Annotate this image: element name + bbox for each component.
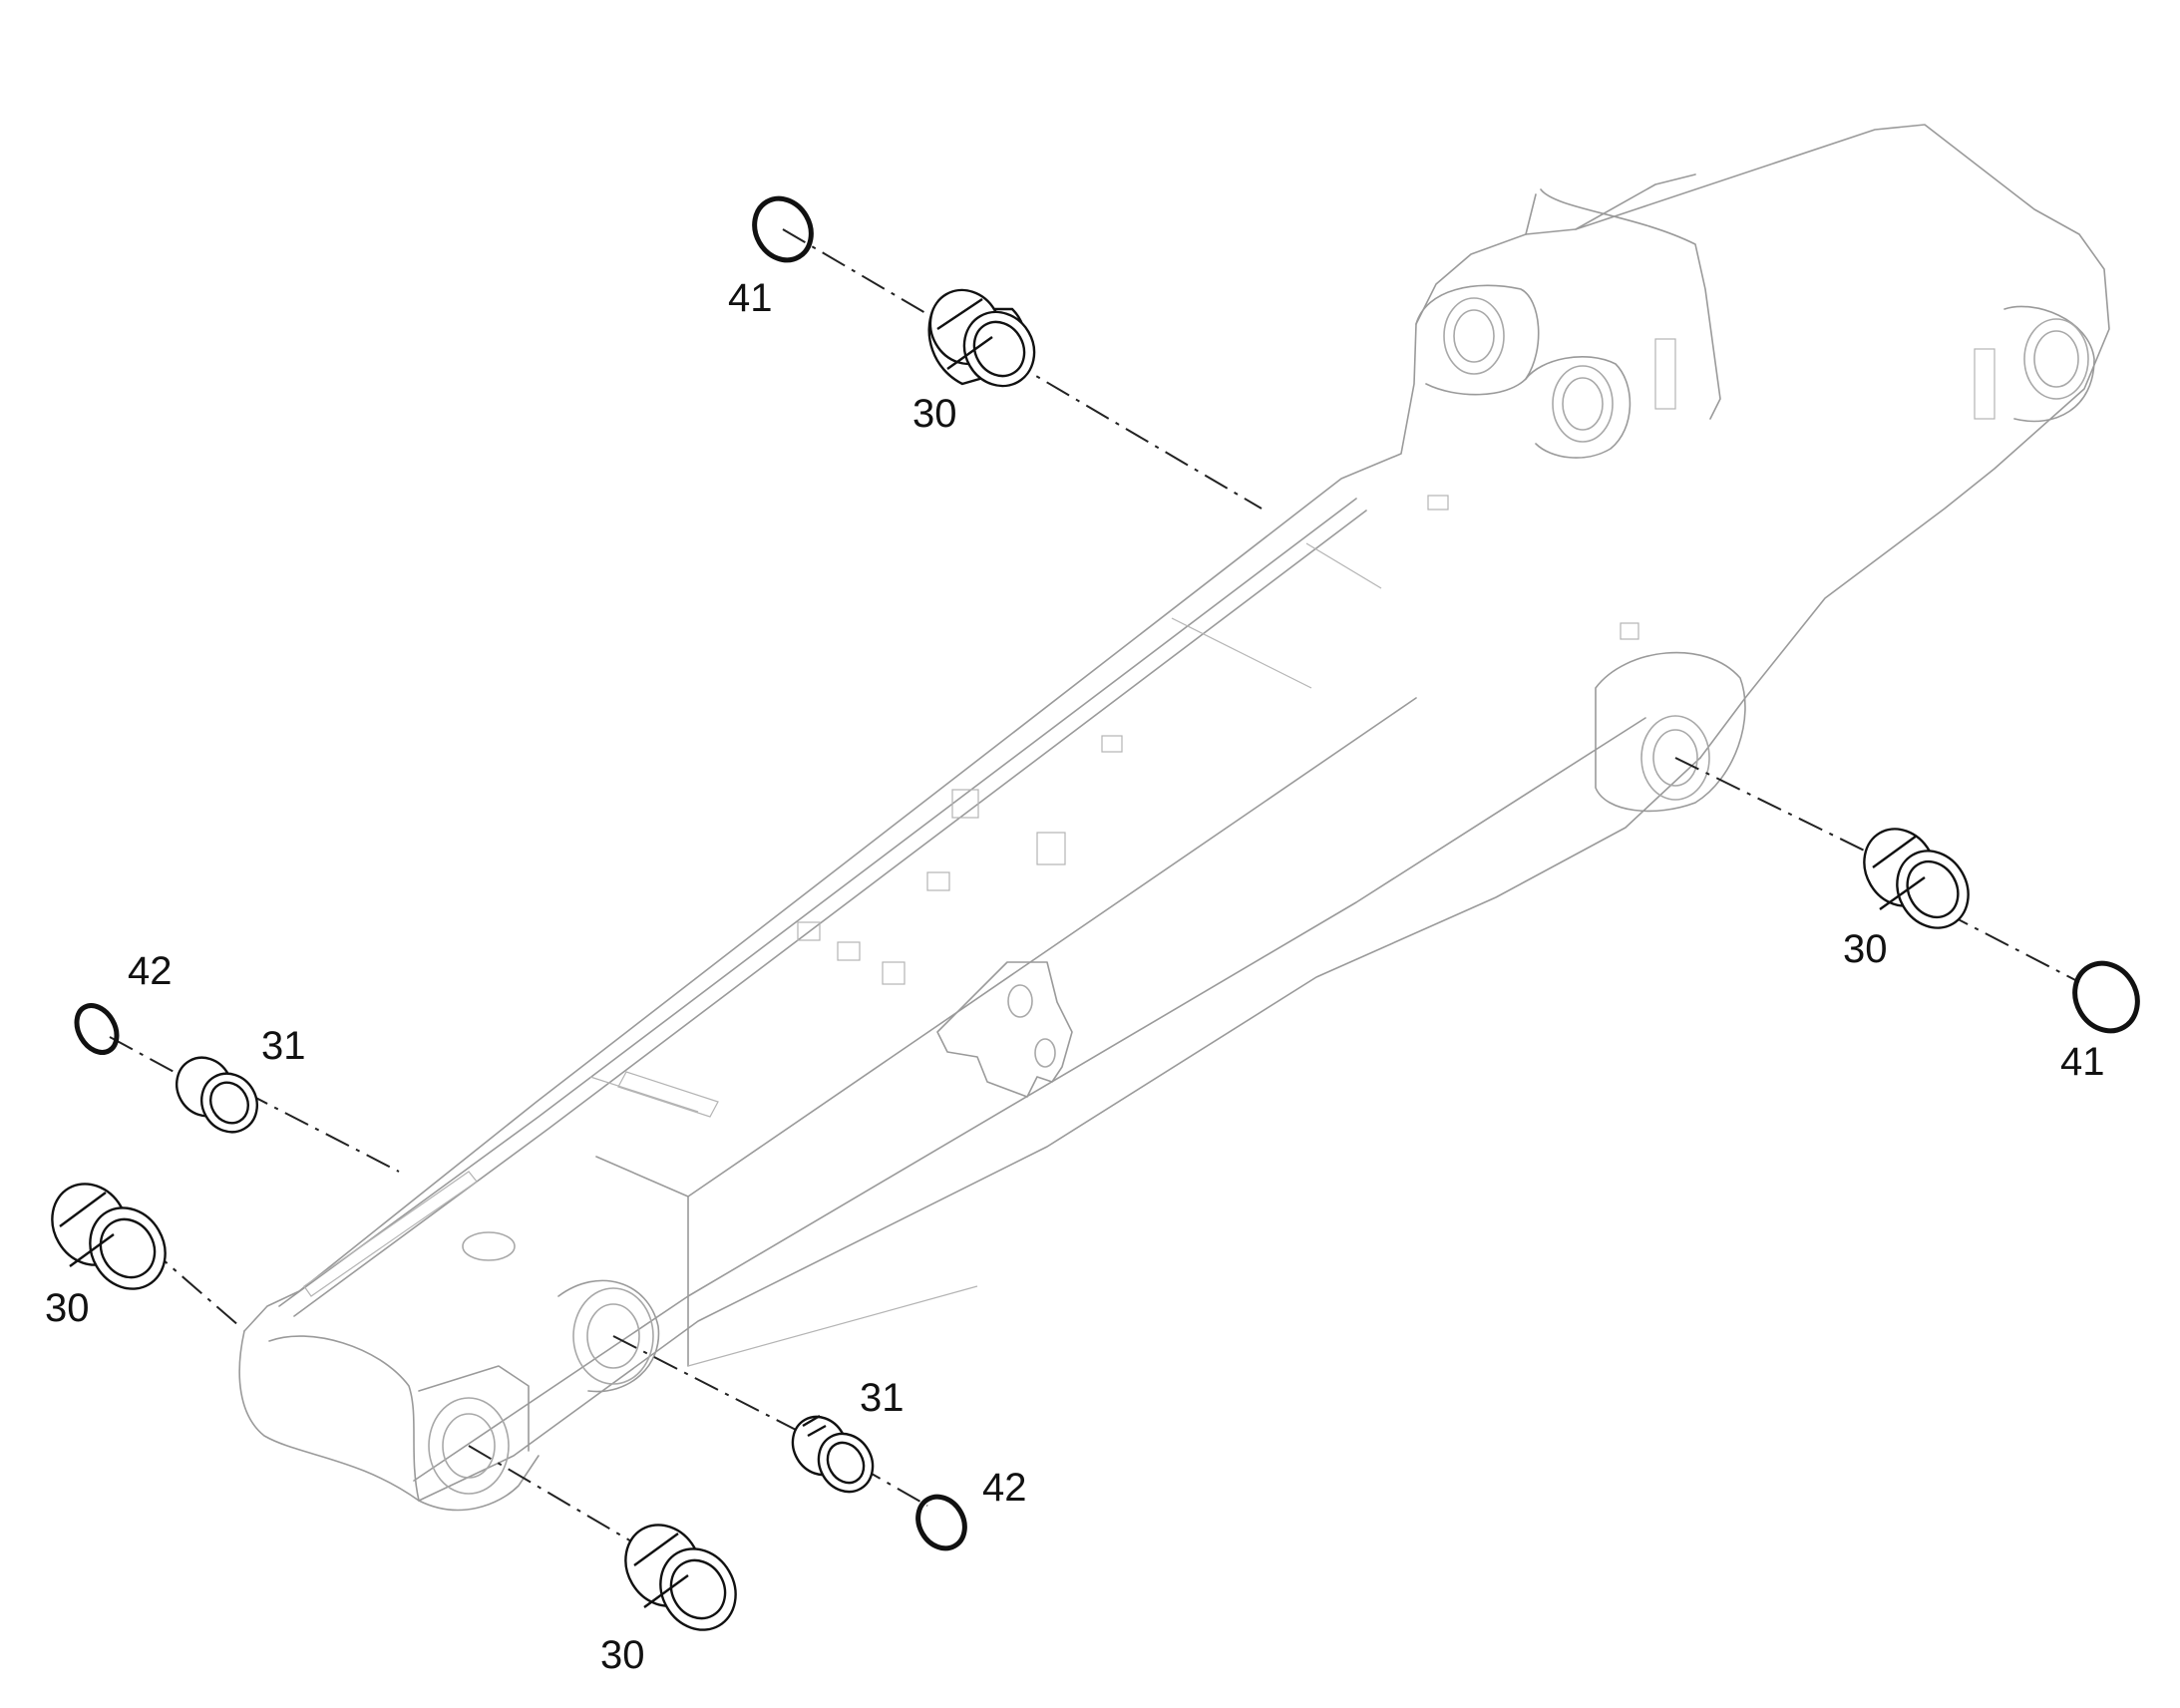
bushing-30-left: [51, 1183, 167, 1290]
callout-41-right: 41: [2060, 1040, 2105, 1084]
retaining-ring-41-top: [752, 195, 814, 263]
bushing-31-bottom: [791, 1414, 875, 1494]
weld-blocks: [303, 338, 1996, 1297]
callout-30-left: 30: [45, 1286, 90, 1330]
callout-42-bottom: 42: [982, 1466, 1027, 1510]
pin-bores: [428, 297, 2089, 1495]
callout-30-right: 30: [1843, 927, 1888, 971]
callout-30-top: 30: [912, 392, 957, 436]
bushing-30-top: [927, 288, 1036, 388]
callout-31-bottom: 31: [860, 1376, 905, 1420]
bushing-30-right: [1863, 828, 1970, 929]
retaining-ring-42-bottom: [915, 1494, 967, 1551]
leader-lines: [109, 228, 2080, 1546]
bushing-30-bottom: [624, 1524, 737, 1631]
callout-41-top: 41: [728, 276, 773, 320]
retaining-ring-42-left: [74, 1003, 120, 1055]
callout-31-left: 31: [261, 1024, 306, 1068]
arm-structure: [238, 124, 2110, 1512]
callout-30-bottom: 30: [600, 1633, 645, 1677]
retaining-ring-41-right: [2072, 960, 2140, 1034]
bushing-31-left: [176, 1056, 258, 1134]
callout-42-left: 42: [128, 949, 173, 993]
